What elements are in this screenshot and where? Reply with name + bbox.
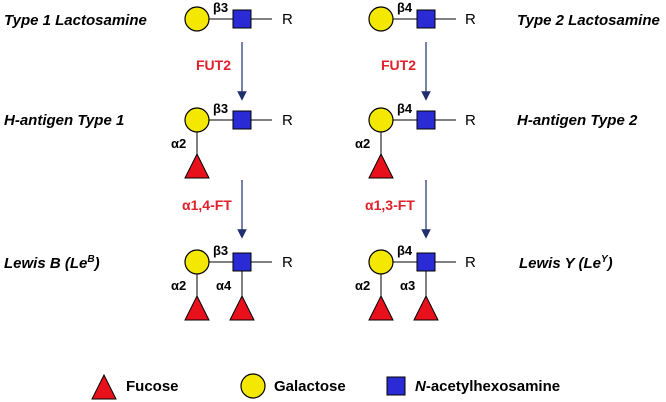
galactose-icon [368,6,394,32]
enzyme-label-a14ft: α1,4-FT [182,197,232,213]
fucose-linkage-label: α2 [171,278,186,293]
linkage-label: β3 [213,101,228,116]
linkage-label: β3 [213,0,228,15]
lewis-b-label: Lewis B (LeB) [4,254,100,272]
r-label: R [282,112,293,129]
galactose-icon [184,6,210,32]
fucose-linkage-label: α2 [171,136,186,151]
hexnac-icon [416,110,436,130]
type1-lactosamine-label: Type 1 Lactosamine [4,12,147,29]
hexnac-icon [386,376,406,396]
fucose-linkage-label: α2 [355,278,370,293]
galactose-icon [240,373,266,399]
h-antigen-type2-label: H-antigen Type 2 [517,112,638,129]
enzyme-label-fut2: FUT2 [196,57,231,73]
linkage-label: β3 [213,243,228,258]
legend: Fucose Galactose N-acetylhexosamine [91,373,560,400]
hexnac-icon [416,9,436,29]
r-label: R [465,11,476,28]
galactose-icon [368,249,394,275]
legend-hexnac-label: N-acetylhexosamine [415,378,560,395]
legend-fucose-label: Fucose [126,378,179,395]
h-antigen-type1-label: H-antigen Type 1 [4,112,124,129]
fucose-linkage-label: α3 [400,278,415,293]
fucose-linkage-label: α2 [355,136,370,151]
fucose-icon [368,294,394,321]
linkage-label: β4 [397,243,413,258]
r-label: R [465,254,476,271]
linkage-label: β4 [397,101,413,116]
galactose-icon [184,249,210,275]
fucose-icon [368,152,394,179]
hexnac-icon [232,110,252,130]
lewis-y-label: Lewis Y (LeY) [519,254,613,272]
fucose-icon [413,294,439,321]
r-label: R [282,254,293,271]
galactose-icon [184,107,210,133]
fucose-icon [184,294,210,321]
r-label: R [465,112,476,129]
hexnac-icon [232,252,252,272]
hexnac-icon [416,252,436,272]
type2-lactosamine-label: Type 2 Lactosamine [517,12,660,29]
fucose-icon [184,152,210,179]
galactose-icon [368,107,394,133]
hexnac-icon [232,9,252,29]
fucose-icon [91,373,117,400]
enzyme-label-a13ft: α1,3-FT [365,197,415,213]
enzyme-label-fut2: FUT2 [381,57,416,73]
r-label: R [282,11,293,28]
fucose-icon [229,294,255,321]
legend-galactose-label: Galactose [274,378,346,395]
fucose-linkage-label: α4 [216,278,232,293]
linkage-label: β4 [397,0,413,15]
